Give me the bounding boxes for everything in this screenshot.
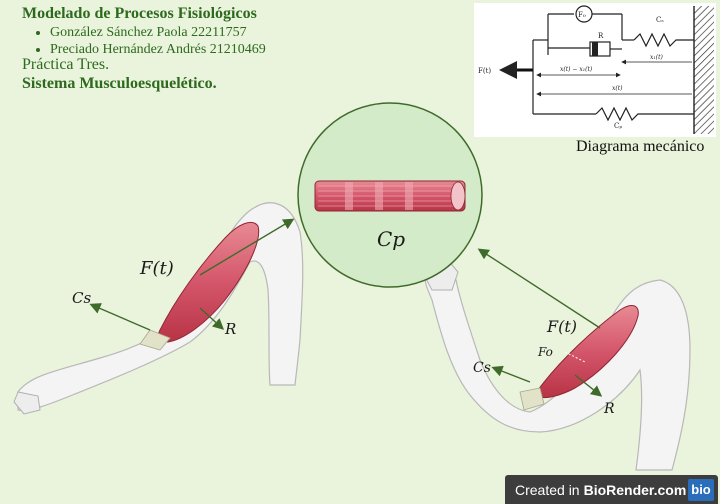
diagram-diff-label: x(t) − x₁(t) bbox=[560, 66, 593, 73]
mechanical-diagram: F₀ R Cₛ x₁(t) F(t) x(t) − x₁(t) x bbox=[474, 3, 716, 137]
left-force-arrow bbox=[199, 218, 295, 276]
diagram-caption: Diagrama mecánico bbox=[576, 138, 705, 155]
right-r-arrow bbox=[574, 374, 603, 397]
diagram-cs-label: Cₛ bbox=[656, 16, 664, 24]
diagram-wall bbox=[694, 6, 714, 134]
right-fo-label: Fo bbox=[537, 345, 553, 359]
left-tendon bbox=[139, 329, 171, 351]
left-cs-arrow bbox=[89, 303, 151, 331]
diagram-cp-label: Cₚ bbox=[614, 122, 622, 130]
muscle-fiber-lines bbox=[318, 185, 460, 207]
diagram-cp-spring bbox=[595, 106, 694, 122]
left-r-arrow bbox=[199, 307, 225, 330]
left-force-label: F(t) bbox=[139, 258, 174, 279]
zoom-circle: Cp bbox=[297, 102, 483, 288]
diagram-x1-label: x₁(t) bbox=[650, 54, 664, 61]
biorender-brand: BioRender.com bbox=[583, 481, 687, 498]
right-arm bbox=[423, 259, 691, 471]
right-r-label: R bbox=[603, 401, 615, 417]
author-item: González Sánchez Paola 22211757 bbox=[50, 24, 266, 41]
biorender-logo-icon: bio bbox=[688, 478, 714, 501]
diagram-cs-spring bbox=[633, 32, 694, 48]
muscle-bands bbox=[345, 182, 413, 210]
biorender-badge[interactable]: Created in BioRender.com bio bbox=[505, 475, 718, 504]
right-cs-label: Cs bbox=[473, 360, 491, 376]
left-hand bbox=[13, 391, 41, 415]
muscle-bundle-end bbox=[450, 181, 466, 211]
right-force-arrow bbox=[477, 248, 601, 329]
right-tendon bbox=[519, 387, 545, 411]
system-label: Sistema Musculoesquelético. bbox=[22, 75, 217, 92]
created-in-text: Created in bbox=[515, 481, 580, 498]
right-biceps-muscle bbox=[537, 304, 639, 399]
left-arm bbox=[13, 202, 304, 415]
authors-list: González Sánchez Paola 22211757 Preciado… bbox=[34, 24, 266, 58]
right-cs-arrow bbox=[491, 365, 531, 383]
left-r-label: R bbox=[224, 320, 236, 338]
left-arm-skin bbox=[17, 202, 304, 411]
diagram-x-label: x(t) bbox=[612, 85, 623, 92]
diagram-r-label: R bbox=[598, 32, 604, 40]
right-force-label: F(t) bbox=[546, 317, 577, 336]
zoom-cp-label: Cp bbox=[377, 227, 405, 251]
author-item: Preciado Hernández Andrés 21210469 bbox=[50, 41, 266, 58]
diagram-force-label: F(t) bbox=[478, 67, 491, 75]
left-cs-label: Cs bbox=[72, 289, 91, 307]
page-title: Modelado de Procesos Fisiológicos bbox=[22, 5, 257, 22]
practice-label: Práctica Tres. bbox=[22, 56, 110, 73]
diagram-fo-label: F₀ bbox=[578, 11, 586, 19]
left-biceps-muscle bbox=[157, 222, 260, 343]
